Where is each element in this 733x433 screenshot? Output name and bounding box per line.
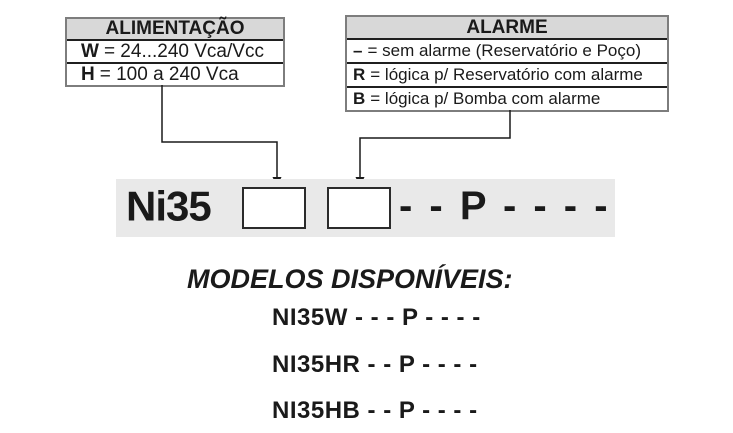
model-item: NI35HB - - P - - - - (272, 397, 478, 424)
alarme-connector-line (359, 110, 511, 178)
power-desc-h: = 100 a 240 Vca (99, 63, 239, 85)
power-code-w: W (81, 40, 99, 62)
alimentacao-table-title: ALIMENTAÇÃO (67, 18, 283, 41)
table-row: R = lógica p/ Reservatório com alarme (347, 64, 667, 88)
models-heading: MODELOS DISPONÍVEIS: (187, 264, 513, 294)
table-row: W = 24...240 Vca/Vcc (67, 41, 283, 64)
model-code-suffix: - - P - - - - (399, 184, 610, 229)
table-row: – = sem alarme (Reservatório e Poço) (347, 40, 667, 64)
model-code-prefix: Ni35 (126, 182, 212, 230)
alarm-desc-none: = sem alarme (Reservatório e Poço) (367, 41, 641, 60)
alarm-code-box (327, 187, 391, 229)
alarm-desc-r: = lógica p/ Reservatório com alarme (370, 65, 643, 84)
power-code-h: H (81, 63, 95, 85)
alimentacao-connector-line (161, 85, 278, 178)
power-code-box (242, 187, 306, 229)
alimentacao-table: ALIMENTAÇÃO W = 24...240 Vca/Vcc H = 100… (65, 17, 285, 87)
alarm-code-none: – (353, 41, 363, 60)
model-code-bar: Ni35 - - P - - - - (116, 179, 615, 237)
alarm-desc-b: = lógica p/ Bomba com alarme (370, 89, 601, 108)
alarm-code-b: B (353, 89, 366, 108)
alarme-table-title: ALARME (347, 17, 667, 40)
power-desc-w: = 24...240 Vca/Vcc (103, 40, 264, 62)
table-row: B = lógica p/ Bomba com alarme (347, 88, 667, 110)
model-item: NI35HR - - P - - - - (272, 351, 478, 378)
table-row: H = 100 a 240 Vca (67, 64, 283, 85)
alarme-table: ALARME – = sem alarme (Reservatório e Po… (345, 15, 669, 112)
model-item: NI35W - - - P - - - - (272, 304, 481, 331)
alarm-code-r: R (353, 65, 366, 84)
